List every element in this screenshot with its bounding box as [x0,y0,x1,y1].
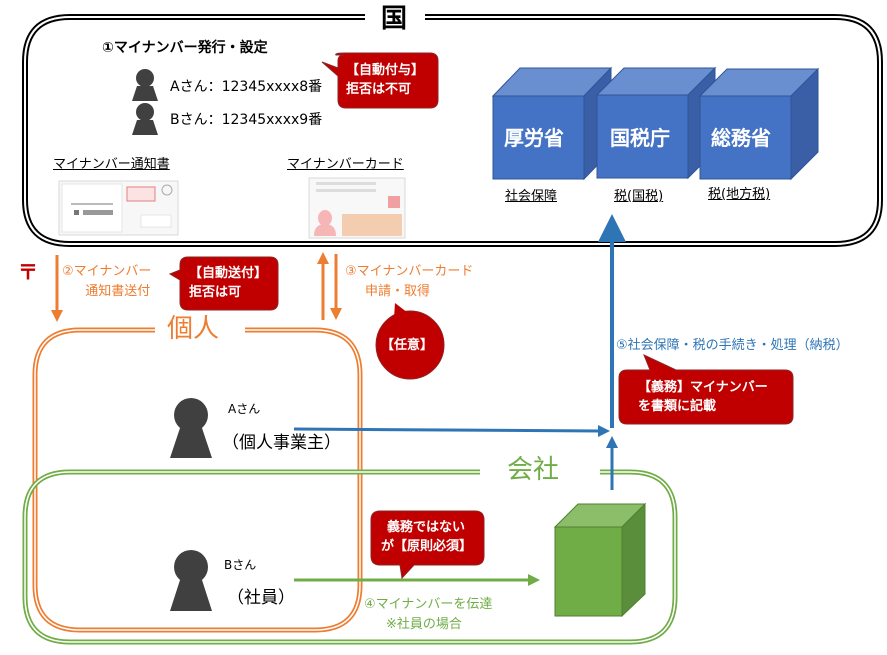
step5-bubble: 【義務】マイナンバー を書類に記載 [638,378,768,416]
company-box [22,469,678,645]
step4-arrow [294,574,540,586]
company-title: 会社 [507,455,560,485]
government-box [22,14,883,247]
agency-name-mic: 総務省 [711,126,771,150]
step4-bubble-shape [370,510,485,580]
step5-label: ⑤社会保障・税の手続き・処理（納税） [616,338,849,353]
agency-cube-mic [698,67,820,181]
individual-title: 個人 [167,314,220,344]
person-a-icon [170,398,212,458]
step3-line: 申請・取得 [365,284,431,299]
step2-line: ②マイナンバー [62,264,152,279]
step1-bubble: 【自動付与】 拒否は不可 [346,61,424,99]
notice-image [58,180,179,236]
bubble-line: 拒否は可 [189,285,242,300]
step2-line: 通知書送付 [85,284,151,299]
person-b-number: Bさん：12345xxxx9番 [170,112,323,128]
step1-title: ①マイナンバー発行・設定 [102,40,268,56]
person-b-name: Bさん [224,558,257,572]
bubble-line: 【義務】マイナンバー [638,380,768,395]
step5-arrow [598,214,626,428]
bubble-line: 義務ではない [387,520,466,535]
person-a-number: Aさん：12345xxxx8番 [170,79,323,95]
notice-label: マイナンバー通知書 [53,157,170,172]
card-label: マイナンバーカード [287,157,404,172]
step4-label: ④マイナンバーを伝達 ※社員の場合 [364,595,492,635]
mynumber-card-image [308,177,406,239]
person-icon [132,69,158,101]
agency-cube-nta [595,66,717,180]
agency-cube-mhlw [491,66,613,181]
step5-bubble-shape [618,354,794,425]
step4-bubble: 義務ではない が【原則必須】 [381,518,472,556]
step2-bubble: 【自動送付】 拒否は可 [189,264,267,302]
agency-name-mhlw: 厚労省 [504,126,564,150]
step2-label: ②マイナンバー 通知書送付 [62,262,151,302]
step3-bubble-shape [375,303,445,380]
step3-bubble: 【任意】 [381,338,434,353]
step2-arrow [51,255,63,322]
agency-caption-nta: 税(国税) [614,189,664,204]
agency-name-nta: 国税庁 [610,126,670,150]
person-b-role: （社員） [227,588,295,608]
person-a-name: Aさん [228,402,261,416]
step4-line: ④マイナンバーを伝達 [364,597,493,612]
agency-caption-mic: 税(地方税) [708,187,771,202]
postal-icon: 〒 [18,260,38,284]
person-a-role: （個人事業主） [222,433,341,453]
person-a-arrow [293,425,610,437]
bubble-line: 拒否は不可 [346,82,412,97]
bubble-line: を書類に記載 [638,399,717,414]
person-b-icon [170,550,212,611]
person-icon [132,103,158,135]
individual-box [32,327,363,633]
step3-label: ③マイナンバーカード 申請・取得 [345,262,473,302]
step2-bubble-shape [168,256,279,311]
bubble-line: 【自動付与】 [346,63,425,78]
company-arrow [606,436,618,490]
step3-arrows [317,252,342,320]
step1-bubble-shape [321,52,439,109]
step4-line: ※社員の場合 [386,617,462,632]
government-title: 国 [381,4,408,34]
bubble-line: 【自動送付】 [189,266,268,281]
step3-line: ③マイナンバーカード [345,264,474,279]
company-cube [553,502,647,618]
bubble-line: が【原則必須】 [381,539,473,554]
agency-caption-mhlw: 社会保障 [505,189,558,204]
